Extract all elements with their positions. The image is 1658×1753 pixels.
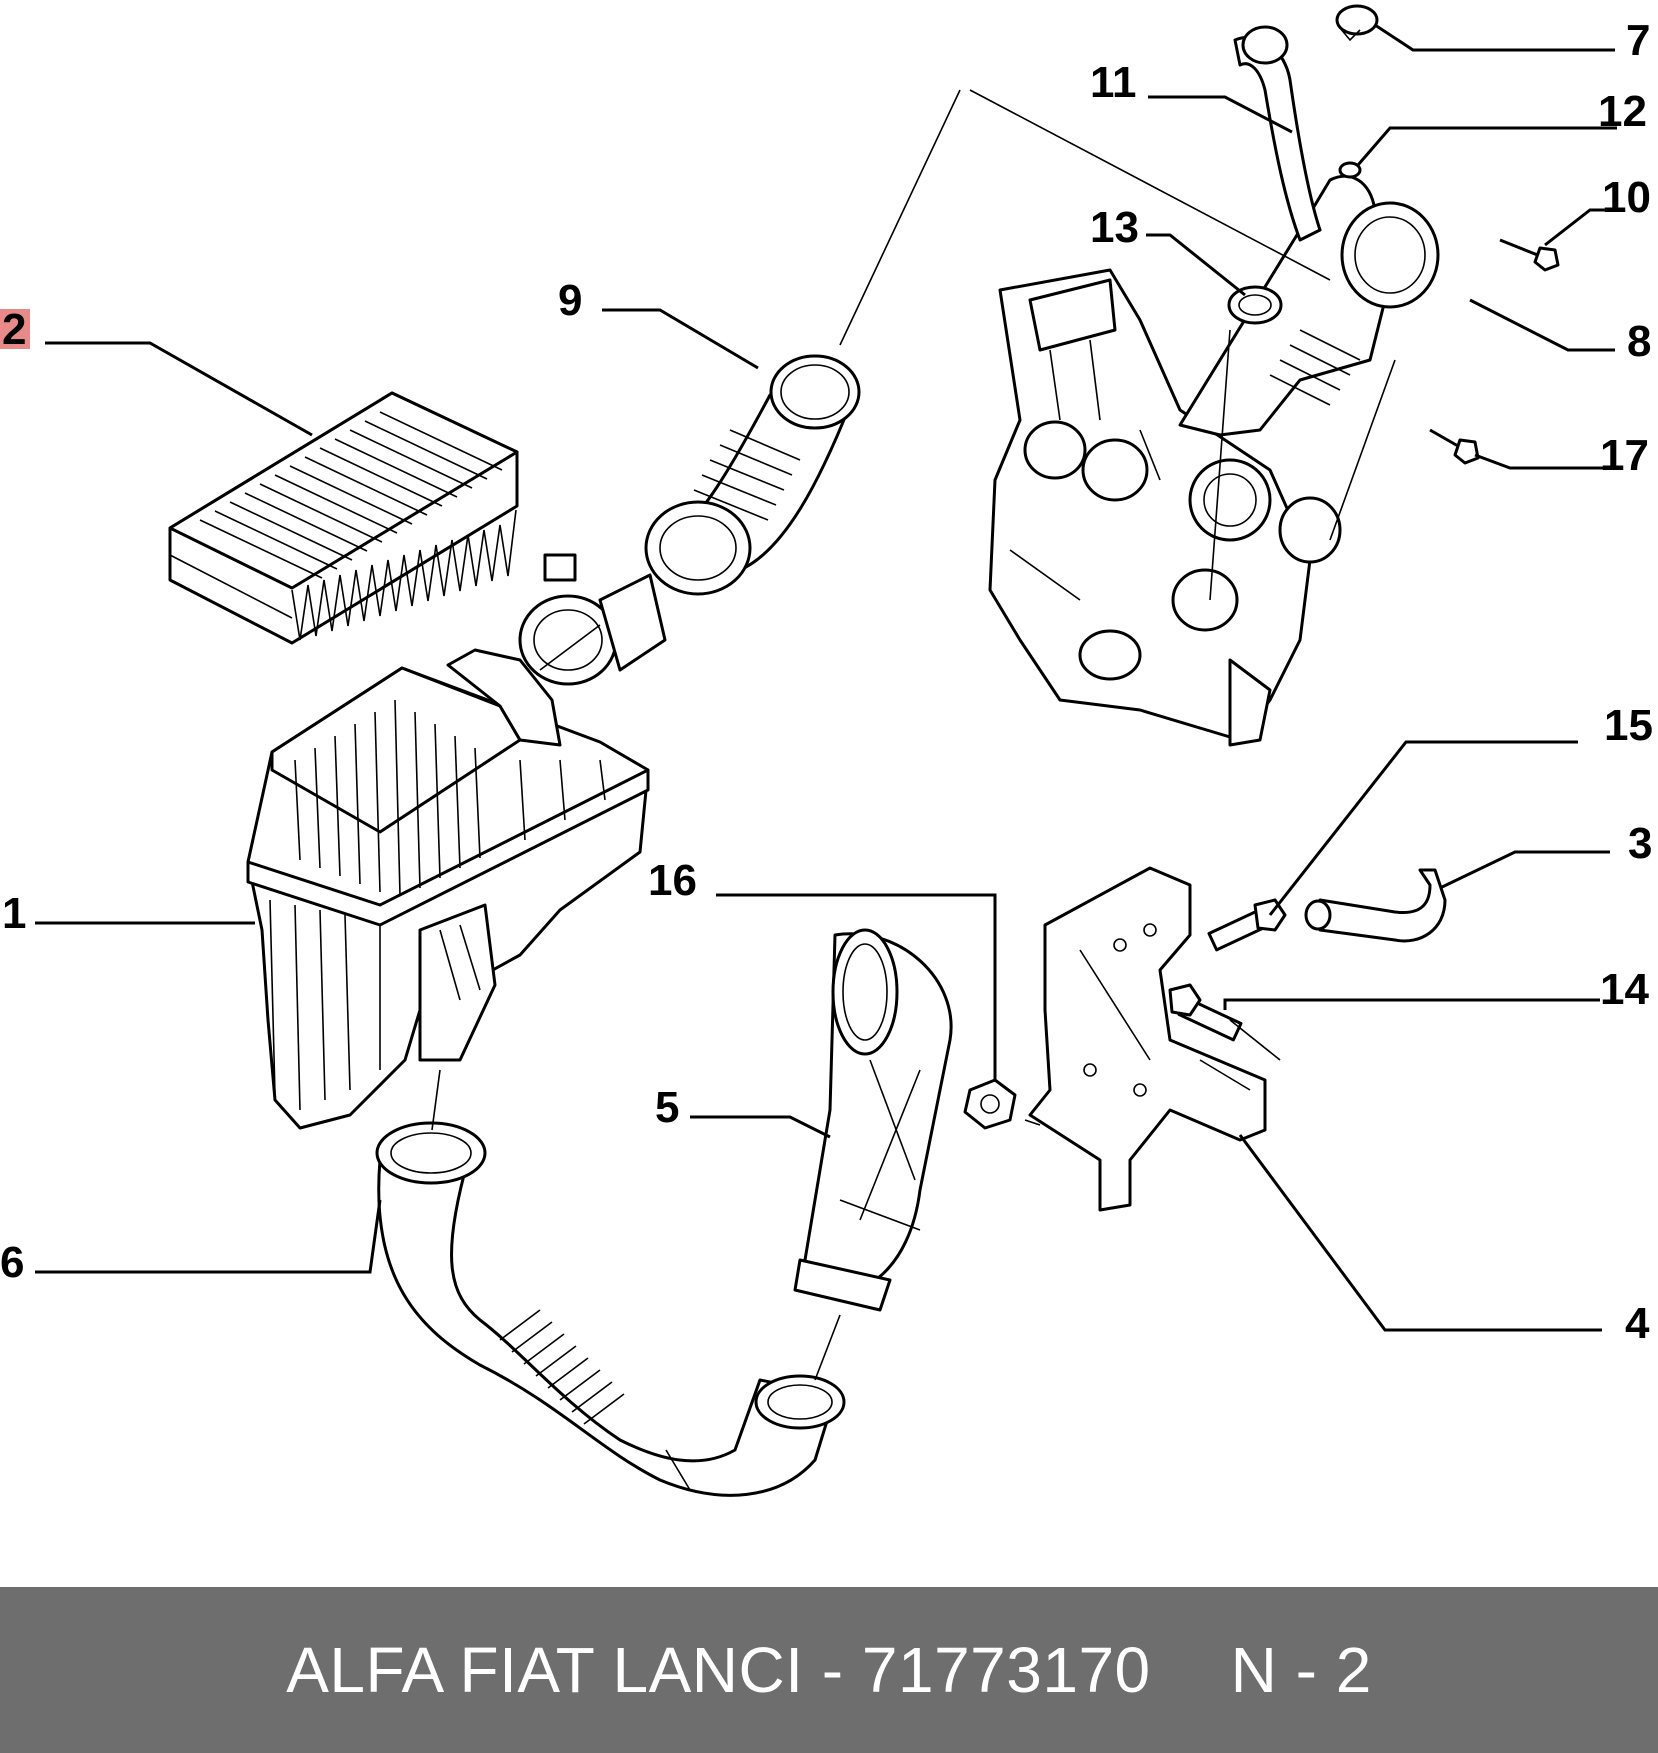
callout-2: 2 [2,305,26,354]
callout-17: 17 [1600,431,1649,480]
hose-clamp [1227,285,1283,325]
callout-9: 9 [558,276,582,325]
callout-7: 7 [1626,16,1650,65]
callout-1: 1 [2,889,26,938]
footer-bar: ALFA FIAT LANCI - 71773170 N - 2 [0,1587,1658,1753]
intake-elbow [793,928,953,1312]
bolt-10 [1499,238,1560,272]
bracket-wire [1304,868,1447,943]
callout-2-highlight [0,309,30,349]
air-filter-housing [246,648,650,1130]
callout-6: 6 [0,1238,24,1287]
air-flow-sensor [518,553,667,686]
parts-diagram: 2 1 3 4 5 6 7 8 9 10 11 12 13 14 15 16 1… [0,4,1653,1497]
callout-14: 14 [1600,965,1649,1014]
o-ring [1338,161,1362,179]
alignment-lines [431,89,1396,1381]
bolt-17 [1429,428,1480,465]
intake-hose [375,1121,846,1497]
callout-4: 4 [1625,1299,1650,1348]
callout-10: 10 [1602,173,1651,222]
bolt-15 [1207,898,1287,952]
callout-15: 15 [1604,701,1653,750]
callout-13: 13 [1090,203,1139,252]
bolt-14 [1168,983,1243,1042]
callout-labels: 2 1 3 4 5 6 7 8 9 10 11 12 13 14 15 16 1… [0,16,1653,1348]
flexible-intake-pipe [644,354,861,596]
leader-lines [35,23,1622,1332]
callout-11: 11 [1090,58,1137,107]
air-filter-element [168,391,519,645]
turbo-assembly [988,268,1342,747]
mounting-bracket [1028,866,1267,1212]
callout-16: 16 [648,856,697,905]
breather-hose [1233,25,1322,242]
callout-12: 12 [1598,87,1647,136]
turbo-inlet-pipe [1178,174,1440,437]
callout-5: 5 [655,1083,679,1132]
footer-reference: N - 2 [1230,1634,1372,1706]
footer-part-number: ALFA FIAT LANCI - 71773170 [286,1634,1151,1706]
nut [963,1078,1017,1130]
hose-clip [1335,4,1379,42]
callout-8: 8 [1627,317,1651,366]
callout-3: 3 [1628,819,1652,868]
